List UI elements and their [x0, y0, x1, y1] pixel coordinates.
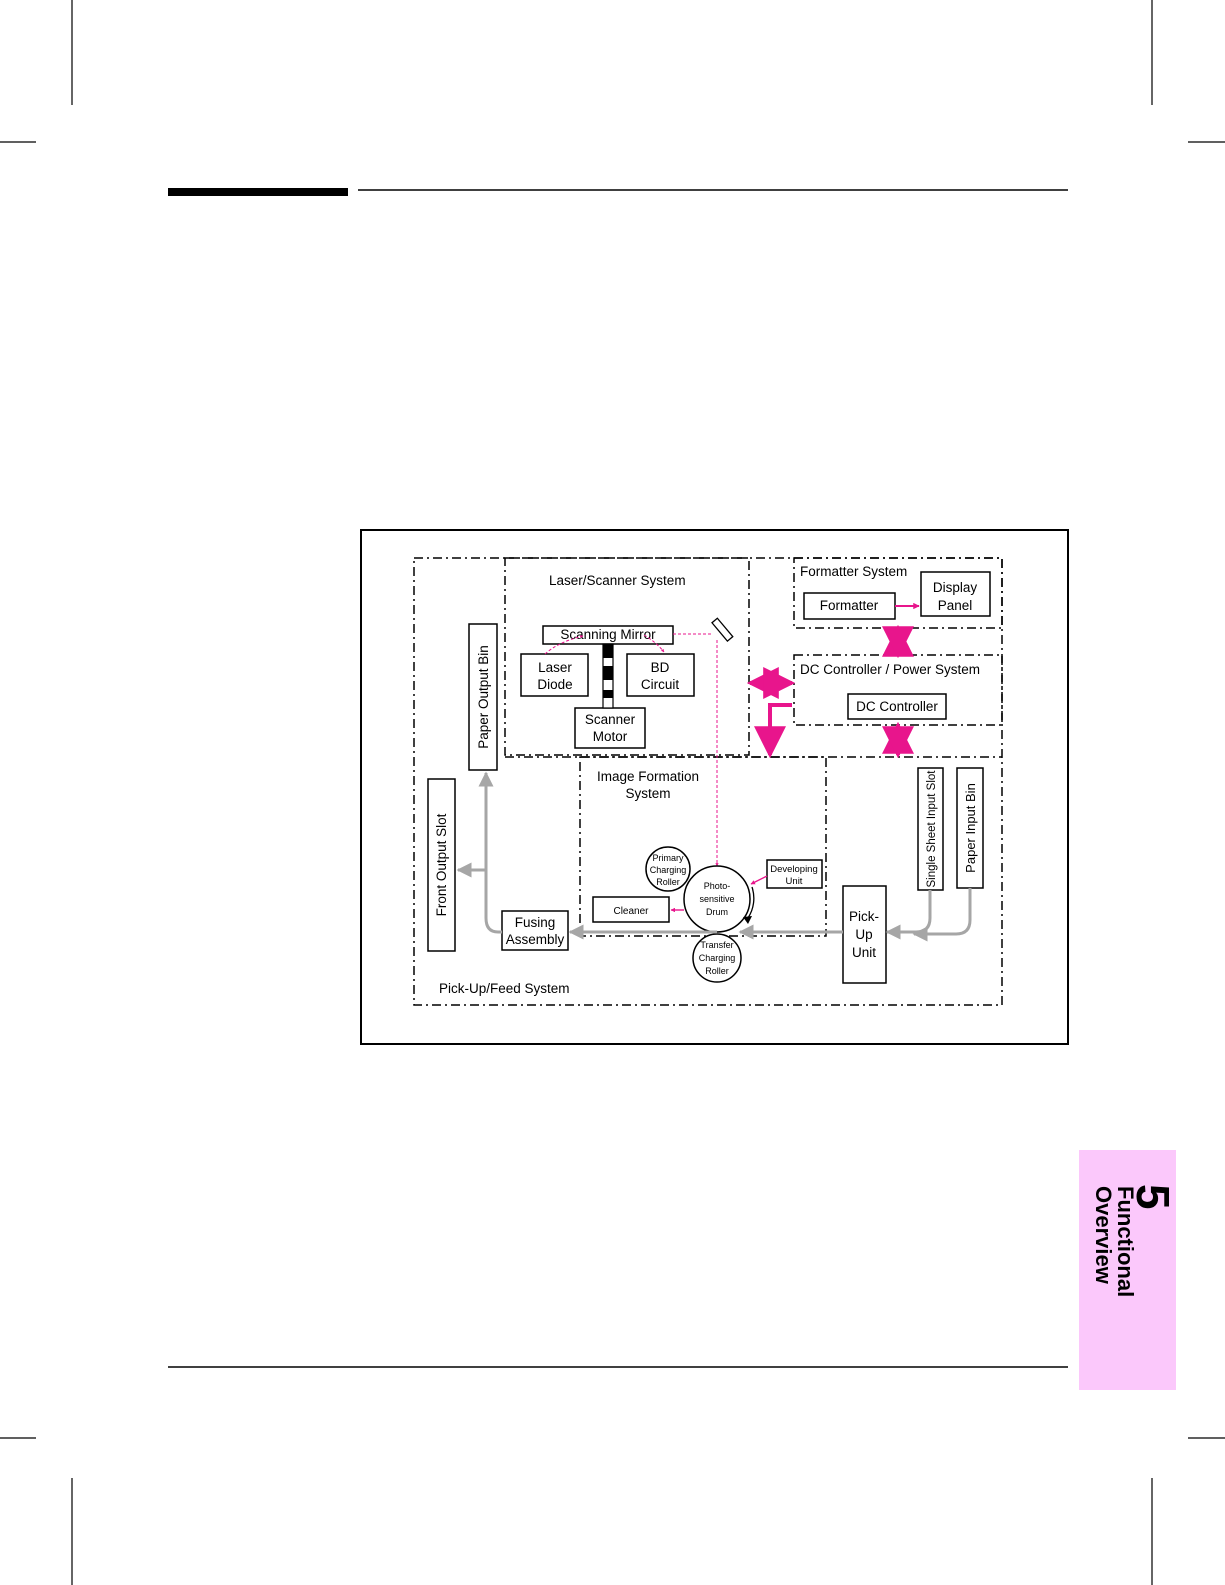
mirror-to-bd-beam [643, 634, 665, 653]
formatter-box [803, 592, 896, 620]
scanner-motor-label-1: Scanner [585, 712, 636, 727]
formatter-label: Formatter [820, 598, 879, 613]
transfer-charging-roller-label-2: Charging [699, 953, 736, 963]
laser-diode-box [520, 653, 589, 697]
chapter-title-line-1: Functional [1113, 1186, 1138, 1298]
cleaner-box [592, 896, 670, 923]
transfer-charging-roller-label-3: Roller [705, 966, 729, 976]
front-output-slot-box [427, 778, 456, 952]
developing-unit-label-1: Developing [770, 864, 818, 875]
front-output-slot-label: Front Output Slot [434, 813, 449, 916]
scanning-mirror-label: Scanning Mirror [560, 627, 656, 642]
pickup-unit-label-3: Unit [852, 945, 876, 960]
cleaner-label: Cleaner [613, 906, 649, 917]
header-bar [168, 188, 348, 196]
chapter-title: Functional Overview [1091, 1186, 1138, 1298]
scanner-motor-box [574, 707, 646, 749]
laser-diode-label-2: Diode [537, 677, 572, 692]
fusing-assembly-label-1: Fusing [515, 915, 556, 930]
drum-rotation-arrowhead [743, 916, 752, 924]
bd-circuit-label-1: BD [651, 660, 670, 675]
pickup-unit-box [842, 885, 887, 984]
fold-mirror-icon [711, 617, 734, 643]
paper-output-bin-label: Paper Output Bin [476, 645, 491, 749]
dc-controller-label: DC Controller [856, 699, 938, 714]
image-dc-link-arrow [754, 703, 792, 759]
fusing-assembly-box [501, 910, 569, 951]
chapter-side-tab[interactable]: 5 Functional Overview [1079, 1150, 1179, 1390]
developing-unit-box [766, 859, 823, 889]
image-formation-system-label-2: System [625, 786, 670, 801]
image-formation-system-label-1: Image Formation [597, 769, 699, 784]
chapter-title-line-2: Overview [1091, 1186, 1116, 1284]
display-panel-label-1: Display [933, 580, 978, 595]
pickup-unit-label-2: Up [855, 927, 872, 942]
photosensitive-drum-label-3: Drum [706, 907, 728, 917]
paper-input-bin-label: Paper Input Bin [963, 783, 978, 873]
fusing-assembly-label-2: Assembly [506, 932, 565, 947]
paper-input-bin-feed-path [912, 888, 972, 942]
bd-circuit-box [626, 653, 695, 697]
photosensitive-drum-label-1: Photo- [704, 881, 731, 891]
drum-rotation-arrow-icon [747, 886, 755, 919]
diagram-frame [360, 529, 1069, 1045]
primary-charging-roller [645, 846, 691, 892]
fuser-to-outputs-path [478, 771, 502, 934]
developing-to-drum-arrow [750, 875, 768, 885]
laser-scanner-system-label: Laser/Scanner System [549, 573, 686, 588]
scanner-shaft-stripes [603, 644, 613, 698]
paper-output-bin-box [468, 623, 498, 771]
formatter-system-label: Formatter System [800, 564, 907, 579]
scanner-motor-label-2: Motor [593, 729, 628, 744]
pickup-feed-system-label: Pick-Up/Feed System [439, 981, 570, 996]
display-panel-label-2: Panel [938, 598, 973, 613]
dc-controller-box [847, 693, 947, 720]
dc-controller-system-label: DC Controller / Power System [800, 662, 980, 677]
primary-charging-roller-label-3: Roller [656, 877, 680, 887]
bd-circuit-label-2: Circuit [641, 677, 680, 692]
primary-charging-roller-label-1: Primary [653, 853, 684, 863]
pickup-unit-label-1: Pick- [849, 909, 879, 924]
display-panel-box [920, 571, 991, 617]
transfer-charging-roller-label-1: Transfer [700, 940, 733, 950]
photosensitive-drum-label-2: sensitive [699, 894, 734, 904]
single-sheet-feed-path [885, 890, 932, 940]
transfer-charging-roller [692, 933, 742, 983]
developing-unit-label-2: Unit [786, 876, 803, 887]
single-sheet-input-slot-label: Single Sheet Input Slot [926, 770, 938, 888]
primary-charging-roller-label-2: Charging [650, 865, 687, 875]
chapter-tab-content: 5 Functional Overview [1079, 1150, 1179, 1390]
laser-scanner-system-boundary [504, 557, 750, 756]
laser-diode-label-1: Laser [538, 660, 572, 675]
